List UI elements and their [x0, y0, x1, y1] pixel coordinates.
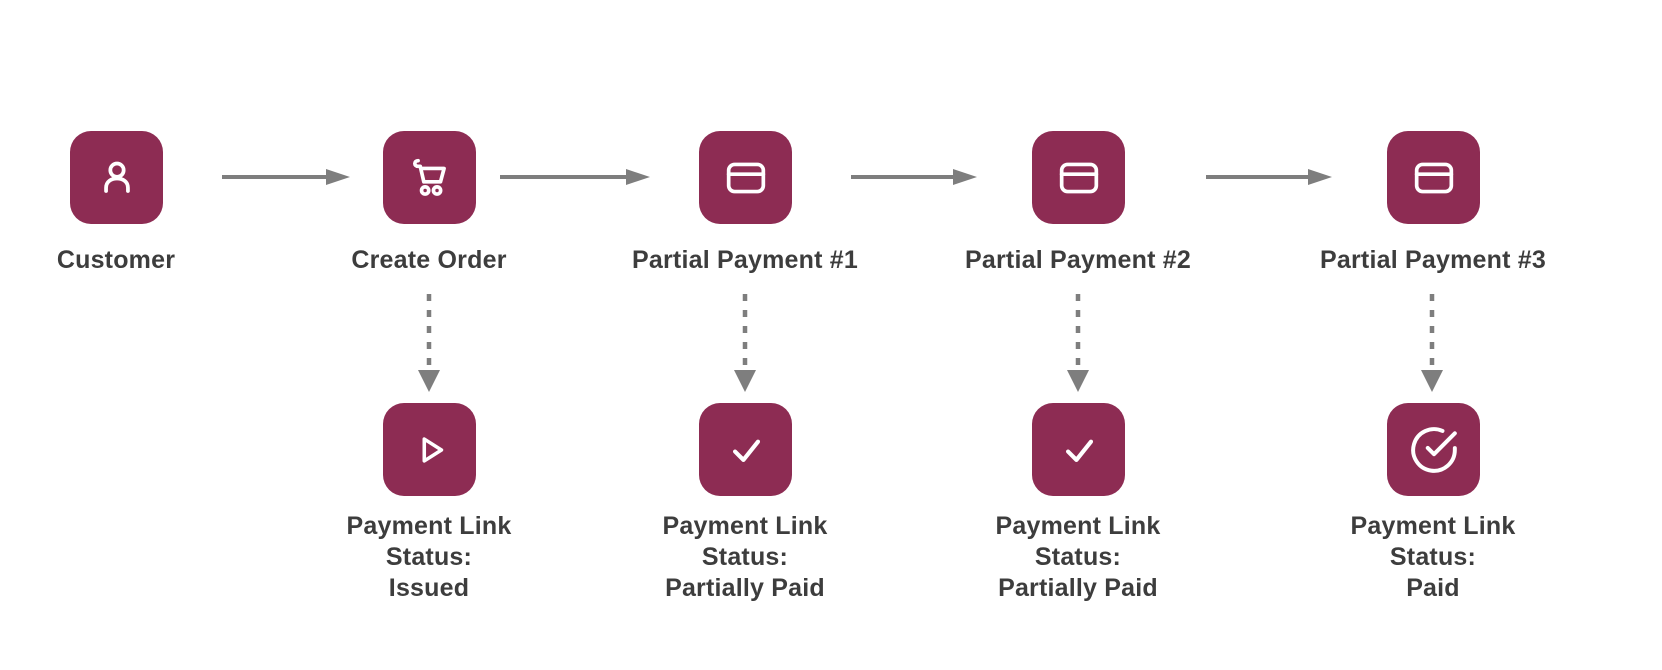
status-label-line: Partially Paid [665, 574, 825, 602]
dashed-arrow-down-icon [418, 294, 440, 392]
dashed-arrow-down-icon [1067, 294, 1089, 392]
arrow-right-icon [500, 169, 650, 185]
step-label: Partial Payment #3 [1320, 246, 1546, 274]
step-label: Partial Payment #1 [632, 246, 858, 274]
status-label: Payment Link Status: Issued [259, 511, 599, 604]
step-node-customer [70, 131, 163, 224]
step-node-partial-payment-2 [1032, 131, 1125, 224]
status-node-partially-paid-1 [699, 403, 792, 496]
status-node-paid [1387, 403, 1480, 496]
status-label-line: Status: [1034, 543, 1122, 571]
step-label: Customer [56, 246, 176, 274]
status-label-line: Payment Link [995, 512, 1161, 540]
status-label: Payment Link Status: Paid [1263, 511, 1603, 604]
arrow-right-icon [851, 169, 977, 185]
dashed-arrow-down-icon [734, 294, 756, 392]
status-node-issued [383, 403, 476, 496]
step-label: Partial Payment #2 [965, 246, 1191, 274]
step-node-partial-payment-1 [699, 131, 792, 224]
status-label-line: Payment Link [346, 512, 512, 540]
arrow-right-icon [222, 169, 350, 185]
credit-card-icon [1059, 162, 1098, 193]
arrow-right-icon [1206, 169, 1332, 185]
status-label-line: Status: [1389, 543, 1477, 571]
status-label: Payment Link Status: Partially Paid [908, 511, 1248, 604]
status-label-line: Payment Link [1350, 512, 1516, 540]
status-label: Payment Link Status: Partially Paid [575, 511, 915, 604]
status-label-line: Status: [701, 543, 789, 571]
status-label-line: Payment Link [662, 512, 828, 540]
check-circle-icon [1410, 426, 1457, 473]
step-node-partial-payment-3 [1387, 131, 1480, 224]
status-label-line: Paid [1406, 574, 1460, 602]
shopping-cart-icon [412, 158, 446, 196]
check-icon [732, 439, 760, 462]
credit-card-icon [726, 162, 765, 193]
play-icon [422, 436, 443, 463]
step-node-create-order [383, 131, 476, 224]
dashed-arrow-down-icon [1421, 294, 1443, 392]
status-label-line: Partially Paid [998, 574, 1158, 602]
status-node-partially-paid-2 [1032, 403, 1125, 496]
credit-card-icon [1414, 162, 1453, 193]
user-icon [103, 161, 130, 193]
step-label: Create Order [351, 246, 507, 274]
check-icon [1065, 439, 1093, 462]
status-label-line: Status: [385, 543, 473, 571]
status-label-line: Issued [388, 574, 470, 602]
